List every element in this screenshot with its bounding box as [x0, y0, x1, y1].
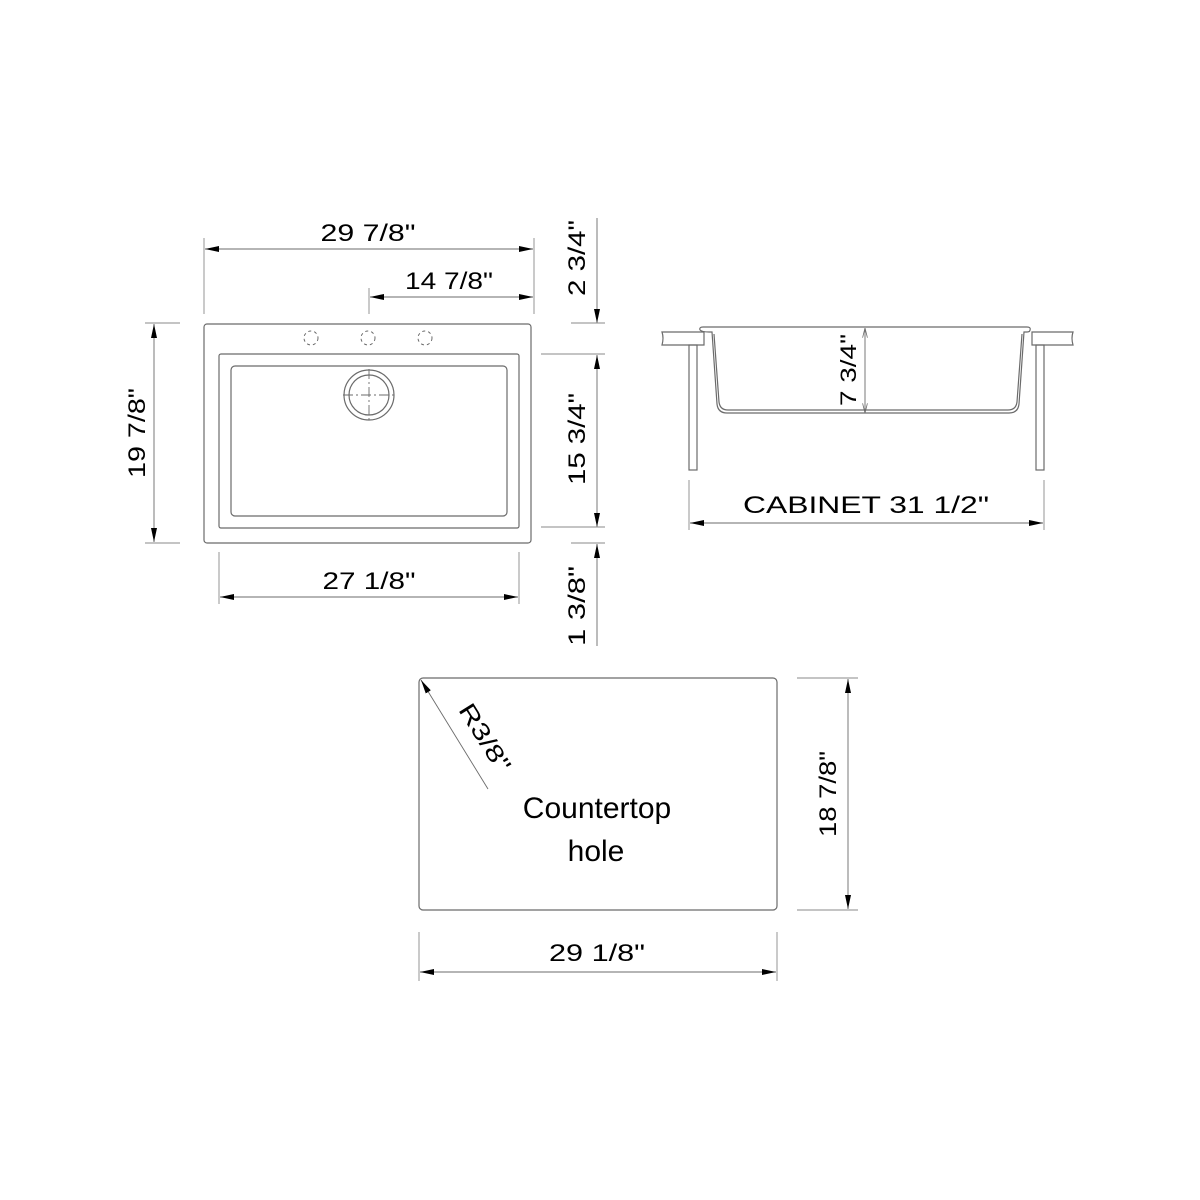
overall-width-label: 29 7/8" [321, 220, 416, 247]
bowl-width-label: 27 1/8" [323, 568, 416, 595]
countertop-hole-outline [418, 677, 778, 911]
countertop-right [1031, 331, 1074, 346]
cutout-view: R3/8" Countertop hole 18 7/8" 29 1/8" [418, 677, 858, 981]
bowl-depth-label: 7 3/4" [836, 334, 861, 406]
sink-bowl-floor [230, 365, 508, 517]
drain-offset-label: 14 7/8" [405, 268, 493, 295]
cutout-width-label: 29 1/8" [549, 940, 645, 967]
cabinet-panel-right [1035, 344, 1045, 471]
cutout-title-line2: hole [568, 835, 625, 868]
cutout-depth-label: 18 7/8" [815, 751, 842, 837]
sink-rim-top [699, 326, 1031, 331]
sink-outer-rim [203, 323, 532, 544]
sink-profile-outer [699, 329, 1031, 414]
faucet-hole-icon [303, 330, 319, 346]
cutout-title-line1: Countertop [523, 792, 671, 825]
rear-deck-label: 2 3/4" [564, 220, 591, 296]
sink-profile-inner [713, 333, 1023, 411]
faucet-hole-icon [417, 330, 433, 346]
side-view: 7 3/4" CABINET 31 1/2" [661, 326, 1074, 530]
overall-depth-label: 19 7/8" [124, 388, 151, 478]
corner-radius-label: R3/8" [453, 699, 516, 778]
sink-bowl-edge [218, 353, 520, 529]
cabinet-panel-left [688, 344, 698, 471]
drain-icon [343, 369, 395, 421]
top-view: 29 7/8" 14 7/8" 19 7/8" 27 1/8" 2 3/4" 1… [124, 218, 605, 646]
faucet-holes [303, 330, 433, 346]
countertop-left [661, 331, 705, 346]
bowl-depth-inner-label: 15 3/4" [564, 393, 591, 485]
faucet-hole-icon [360, 330, 376, 346]
cabinet-width-label: CABINET 31 1/2" [743, 492, 989, 519]
front-rim-label: 1 3/8" [564, 566, 591, 646]
